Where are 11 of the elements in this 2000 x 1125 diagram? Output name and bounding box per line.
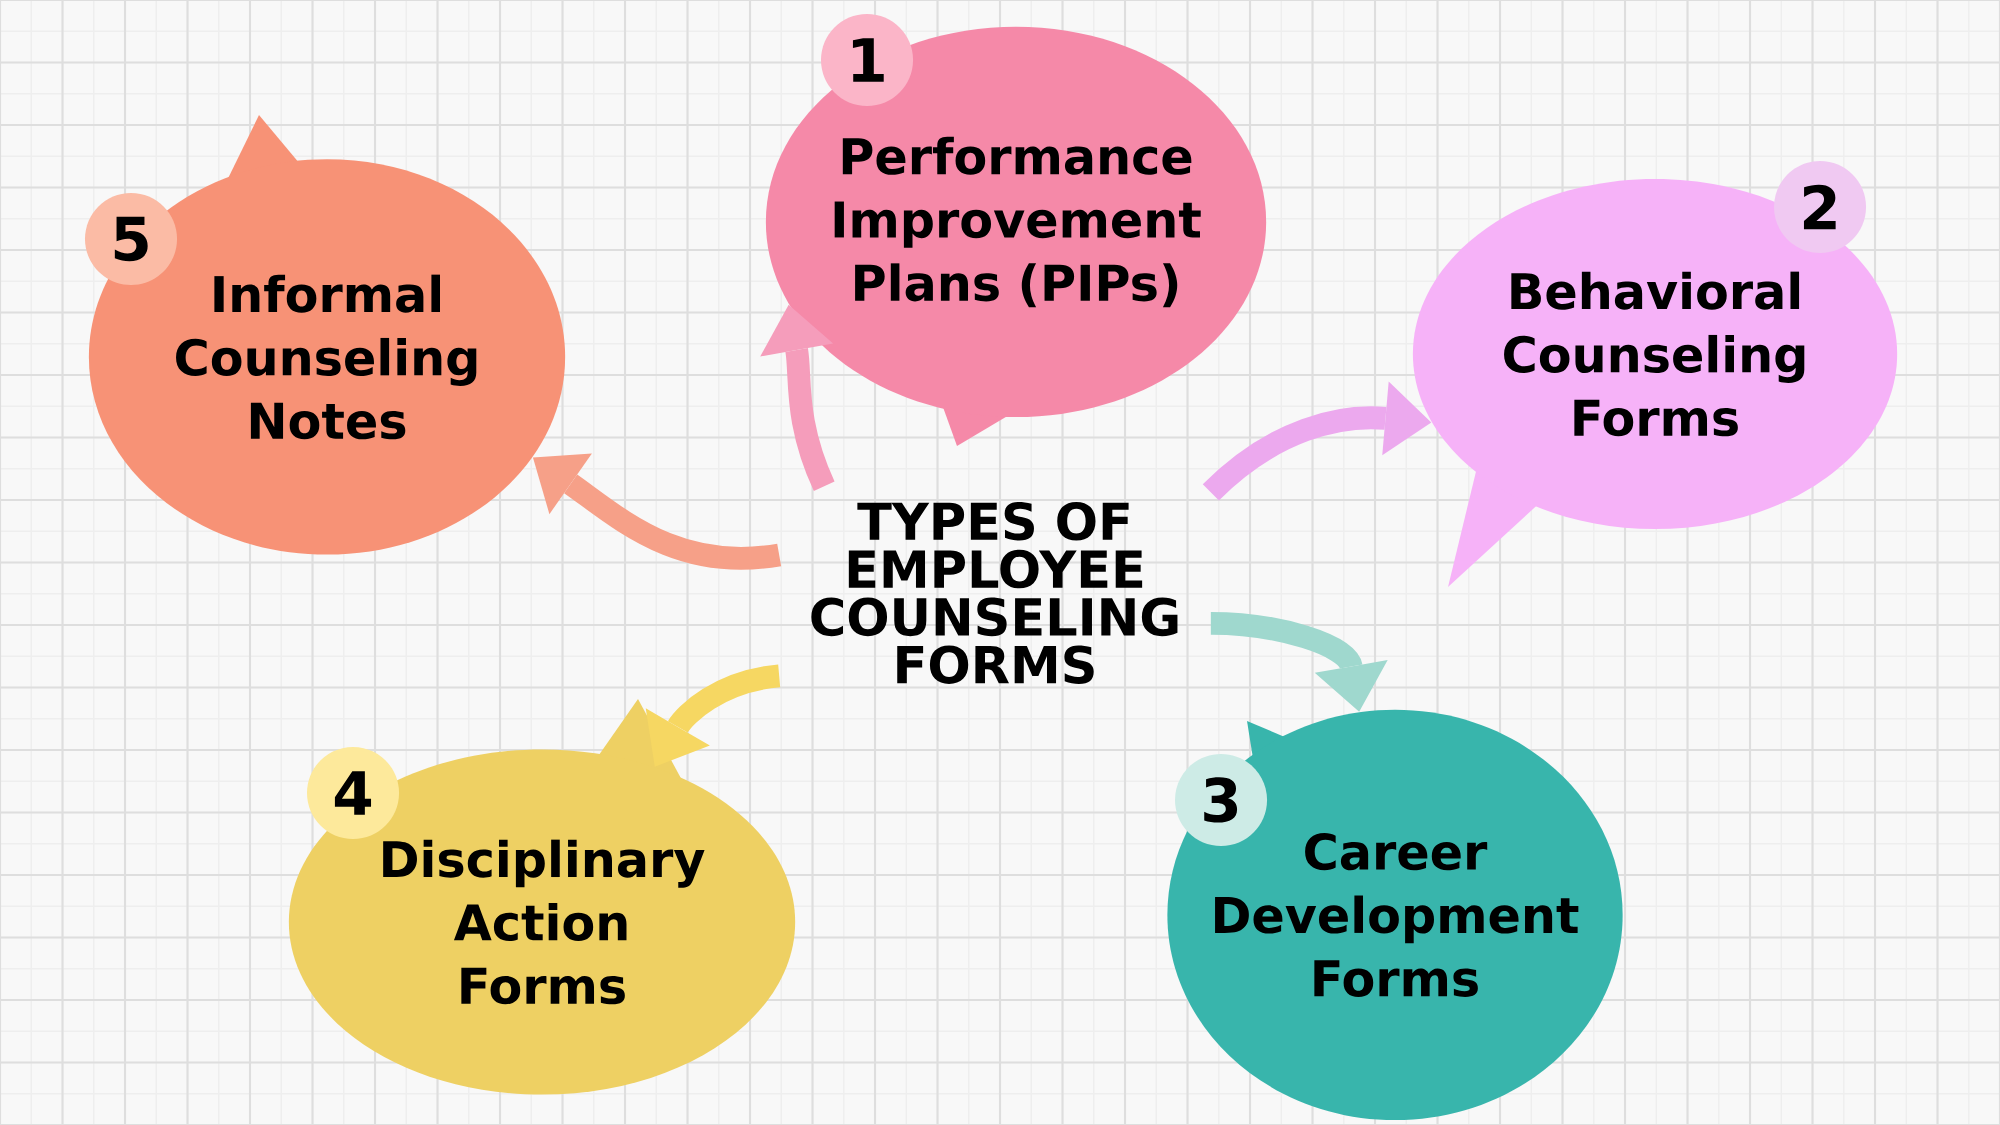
number-badge: 3 bbox=[1175, 753, 1268, 846]
number-badge: 1 bbox=[821, 13, 914, 106]
number-badge: 5 bbox=[85, 192, 178, 285]
number-badge: 4 bbox=[307, 746, 400, 839]
curved-arrow bbox=[532, 453, 781, 570]
center-title: TYPES OF EMPLOYEE COUNSELING FORMS bbox=[811, 501, 1178, 684]
number-badge: 2 bbox=[1774, 160, 1867, 253]
curved-arrow bbox=[760, 304, 835, 491]
curved-arrow bbox=[645, 664, 781, 767]
curved-arrow bbox=[1210, 611, 1388, 712]
curved-arrow bbox=[1203, 381, 1432, 501]
